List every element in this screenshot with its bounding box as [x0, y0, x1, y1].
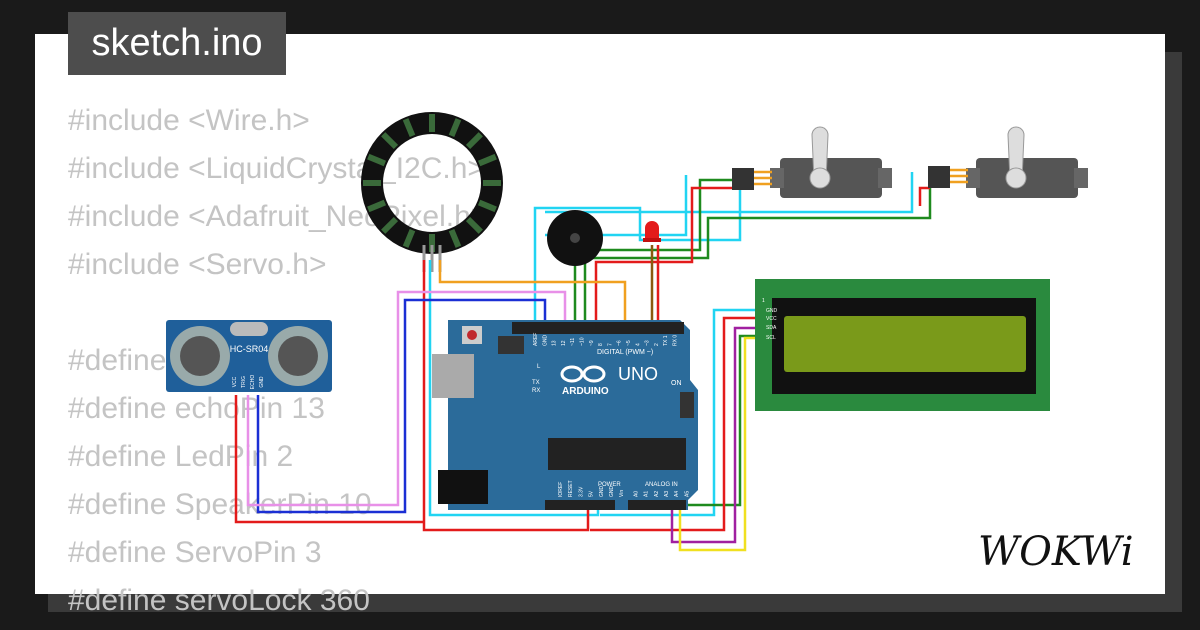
arduino-bottom-pin-label: GND — [609, 486, 615, 498]
arduino-top-pin-label: 4 — [635, 343, 641, 346]
code-line: #define servoLock 360 — [68, 584, 370, 617]
neopixel-led — [477, 199, 497, 213]
ultrasonic-pin-label: VCC — [232, 376, 238, 387]
neopixel-led — [402, 118, 416, 138]
arduino-bottom-pin-label: IOREF — [558, 482, 564, 497]
wokwi-logo: WOKWi — [978, 529, 1134, 575]
brand-text: WOKWi — [978, 529, 1134, 575]
arduino-brand: ARDUINO — [562, 386, 609, 397]
servo-1[interactable] — [732, 126, 892, 198]
neopixel-led — [465, 216, 483, 234]
neopixel-led — [381, 216, 399, 234]
ultrasonic-pin-label: ECHO — [250, 375, 256, 390]
arduino-bottom-pin-label: A0 — [633, 491, 639, 497]
code-line: #include <Adafruit_NeoPixel.h> — [68, 200, 489, 233]
arduino-top-pin-label: RX 0 — [673, 335, 679, 346]
analog-label: ANALOG IN — [645, 482, 678, 488]
ultrasonic-sensor[interactable]: HC-SR04 VCC TRIG ECHO GND — [166, 320, 332, 392]
arduino-bottom-pin-label: GND — [599, 486, 605, 498]
code-line: #define echoPin 13 — [68, 392, 325, 425]
arduino-model: UNO — [618, 364, 658, 384]
arduino-bottom-pin-label: A2 — [654, 491, 660, 497]
ultrasonic-pin-label: TRIG — [241, 376, 247, 388]
neopixel-led — [465, 132, 483, 150]
arduino-bottom-pin-label: 3.3V — [578, 486, 584, 497]
lcd-pin-label: VCC — [766, 316, 777, 322]
arduino-bottom-pin-label: A3 — [664, 491, 670, 497]
arduino-top-pin-label: ~3 — [645, 340, 651, 346]
arduino-bottom-pin-label: A1 — [644, 491, 650, 497]
ultrasonic-pin-label: GND — [259, 376, 265, 388]
arduino-top-pin-label: AREF — [533, 333, 539, 346]
lcd-pin-header: 1 — [762, 298, 765, 304]
file-tab[interactable]: sketch.ino — [68, 12, 286, 75]
arduino-top-pin-label: 12 — [561, 340, 567, 346]
arduino-top-pin-label: GND — [542, 335, 548, 347]
arduino-top-pin-label: 8 — [598, 343, 604, 346]
code-line: #define LedPin 2 — [68, 440, 294, 473]
arduino-top-pin-label: 7 — [607, 343, 613, 346]
digital-label: DIGITAL (PWM ~) — [597, 349, 653, 356]
buzzer[interactable] — [547, 210, 603, 266]
neopixel-led — [448, 228, 462, 248]
neopixel-led — [483, 180, 501, 186]
neopixel-led — [381, 132, 399, 150]
arduino-top-pin-label: 13 — [552, 340, 558, 346]
arduino-bottom-pin-label: Vin — [619, 490, 625, 497]
code-line: #define ServoPin 3 — [68, 536, 322, 569]
arduino-top-pin-label: ~6 — [617, 340, 623, 346]
neopixel-led — [402, 228, 416, 248]
arduino-bottom-pin-label: RESET — [568, 480, 574, 497]
code-line: #include <LiquidCrystal_I2C.h> — [68, 152, 485, 185]
servo-2[interactable] — [928, 126, 1088, 198]
arduino-top-pin-label: ~10 — [580, 337, 586, 346]
neopixel-ring[interactable] — [361, 112, 503, 272]
neopixel-led — [429, 114, 435, 132]
arduino-bottom-pin-label: A5 — [684, 491, 690, 497]
lcd-pin-label: SDA — [766, 325, 777, 331]
code-line: #include <Wire.h> — [68, 104, 310, 137]
code-line: #include <Servo.h> — [68, 248, 327, 281]
neopixel-led — [363, 180, 381, 186]
arduino-top-pin-label: ~9 — [589, 340, 595, 346]
lcd-pin-label: GND — [766, 308, 778, 314]
neopixel-led — [367, 153, 387, 167]
lcd-pin-label: SCL — [766, 335, 776, 341]
tx-label: TX — [532, 380, 540, 386]
arduino-top-pin-label: ~11 — [570, 338, 576, 346]
arduino-bottom-pin-label: A4 — [674, 491, 680, 497]
rx-label: RX — [532, 388, 540, 394]
led[interactable] — [643, 221, 661, 242]
lcd-display[interactable]: 1 GND VCC SDA SCL — [755, 279, 1050, 411]
ultrasonic-label: HC-SR04 — [230, 344, 269, 354]
on-label: ON — [671, 380, 682, 387]
arduino-top-pin-label: 2 — [654, 343, 660, 346]
neopixel-led — [448, 118, 462, 138]
power-label: POWER — [598, 482, 621, 488]
arduino-top-pin-label: ~5 — [626, 340, 632, 346]
neopixel-led — [429, 234, 435, 252]
neopixel-led — [477, 153, 497, 167]
arduino-bottom-pin-label: 5V — [589, 490, 595, 497]
arduino-top-pin-label: TX 1 — [663, 335, 669, 346]
arduino-uno[interactable]: DIGITAL (PWM ~) L TX RX ARDUINO UNO ON P… — [432, 320, 698, 510]
l-led-label: L — [537, 364, 541, 370]
neopixel-led — [367, 199, 387, 213]
